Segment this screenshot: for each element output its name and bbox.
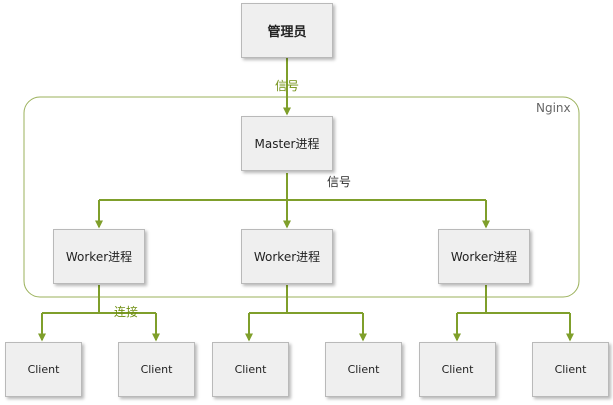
- client-box-1: Client: [5, 342, 82, 397]
- nginx-boundary: [23, 96, 580, 298]
- worker-process-box-center: Worker进程: [241, 229, 333, 284]
- admin-box: 管理员: [241, 3, 333, 58]
- client-box-3: Client: [212, 342, 289, 397]
- worker-process-box-left: Worker进程: [53, 229, 145, 284]
- worker-process-box-right: Worker进程: [438, 229, 530, 284]
- connection-label: 连接: [114, 305, 139, 319]
- client-box-4: Client: [325, 342, 402, 397]
- master-process-box: Master进程: [241, 116, 333, 171]
- nginx-label: Nginx: [536, 101, 571, 115]
- admin-signal-label: 信号: [275, 79, 300, 93]
- client-box-2: Client: [118, 342, 195, 397]
- client-box-5: Client: [419, 342, 496, 397]
- master-signal-label: 信号: [327, 175, 352, 189]
- client-box-6: Client: [532, 342, 609, 397]
